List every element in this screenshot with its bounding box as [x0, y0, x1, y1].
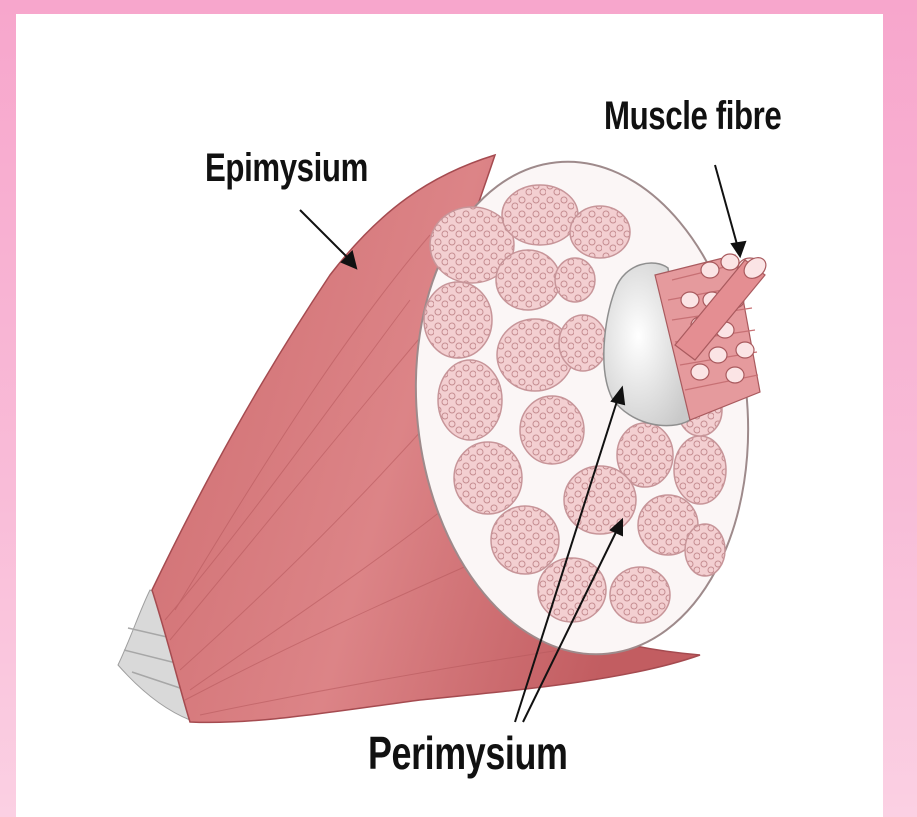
- label-muscle-fibre: Muscle fibre: [604, 94, 781, 139]
- label-epimysium: Epimysium: [205, 146, 368, 191]
- label-perimysium: Perimysium: [368, 726, 568, 780]
